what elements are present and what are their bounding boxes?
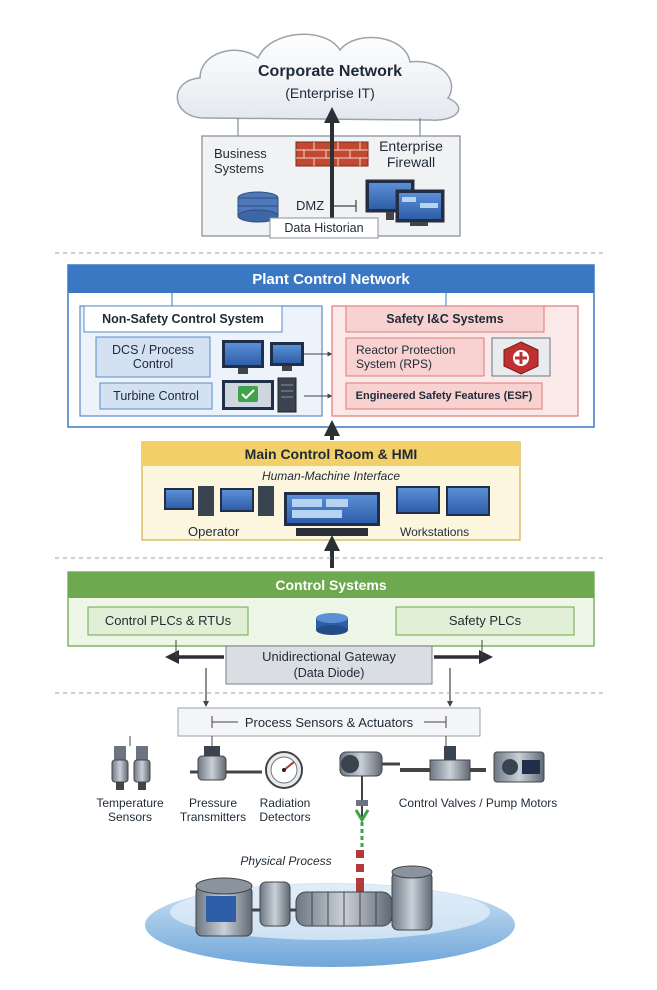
control-valve-icon	[400, 746, 486, 781]
operator-label: Operator	[188, 524, 240, 539]
dcs-monitor-icon	[222, 340, 304, 374]
motor-flow-icon	[339, 751, 400, 852]
control-plcs-label: Control PLCs & RTUs	[104, 613, 232, 628]
radiation-detectors-label: Radiation Detectors	[259, 796, 311, 824]
safety-title: Safety I&C Systems	[386, 312, 504, 326]
diode-puck-icon	[316, 613, 348, 635]
pressure-transmitter-icon	[190, 746, 262, 781]
pressure-transmitters-label: Pressure Transmitters	[179, 796, 247, 824]
esf-label: Engineered Safety Features (ESF)	[355, 390, 533, 402]
operator-workstation-icons	[164, 486, 490, 536]
rps-label: Reactor Protection System (RPS)	[356, 343, 456, 371]
control-systems-title: Control Systems	[275, 577, 387, 593]
corporate-cloud	[176, 33, 460, 121]
safety-plcs-label: Safety PLCs	[448, 613, 522, 628]
temperature-sensor-icon	[111, 746, 151, 790]
control-valves-label: Control Valves / Pump Motors	[398, 796, 558, 810]
dcs-label: DCS / Process Control	[112, 343, 194, 371]
turbine-workstation-icon	[222, 377, 297, 413]
database-icon	[237, 191, 279, 223]
rps-shield-icon	[491, 337, 551, 377]
physical-process-label: Physical Process	[240, 854, 332, 868]
mcr-title: Main Control Room & HMI	[244, 446, 418, 462]
sensors-actuators-label: Process Sensors & Actuators	[244, 715, 414, 730]
corporate-title: Corporate Network	[257, 63, 403, 80]
mcr-subtitle: Human-Machine Interface	[261, 469, 401, 483]
business-systems-label: Business Systems	[214, 146, 267, 176]
turbine-control-label: Turbine Control	[113, 389, 199, 403]
plant-network-title: Plant Control Network	[252, 271, 410, 288]
temperature-sensors-label: Temperature Sensors	[96, 796, 164, 824]
gateway-subtitle: (Data Diode)	[293, 666, 365, 680]
gateway-title: Unidirectional Gateway	[262, 649, 396, 664]
workstations-label: Workstations	[400, 525, 470, 539]
gateway-box	[225, 645, 433, 685]
firewall-label: Enterprise Firewall	[379, 138, 443, 170]
dmz-monitor-icon	[365, 179, 445, 226]
dmz-label: DMZ	[296, 198, 325, 213]
corporate-subtitle: (Enterprise IT)	[285, 85, 375, 101]
radiation-detector-icon	[265, 751, 303, 789]
physical-process-scene	[145, 850, 515, 967]
pump-motor-icon	[493, 751, 545, 783]
data-historian-label: Data Historian	[284, 221, 364, 235]
non-safety-title: Non-Safety Control System	[102, 312, 264, 326]
